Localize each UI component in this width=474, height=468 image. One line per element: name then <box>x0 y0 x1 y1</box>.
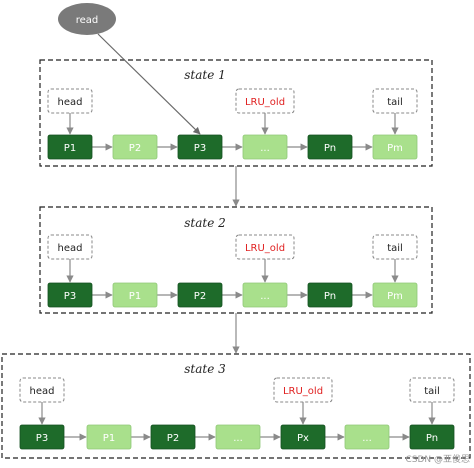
node-box <box>307 282 353 308</box>
pointer-box <box>19 377 65 403</box>
node-label: ... <box>233 433 243 444</box>
pointer-lru-old: LRU_old <box>235 234 295 283</box>
pointer-lru-old: LRU_old <box>235 88 295 135</box>
pointer-box <box>47 88 93 114</box>
node-label: P3 <box>36 433 48 444</box>
pointer-box <box>409 377 455 403</box>
node-box <box>242 134 288 160</box>
pointer-head: head <box>19 377 65 425</box>
node-label: Pn <box>324 143 336 154</box>
state-2-title: state 2 <box>184 216 226 230</box>
pointer-label: tail <box>387 97 403 108</box>
node-label: P2 <box>194 291 206 302</box>
pointer-tail: tail <box>372 234 418 283</box>
node-box <box>47 134 93 160</box>
list-node-P2: P2 <box>150 424 196 450</box>
node-label: Pm <box>387 291 403 302</box>
pointer-label: LRU_old <box>283 386 323 397</box>
node-label: P2 <box>167 433 179 444</box>
node-box <box>177 282 223 308</box>
pointer-label: tail <box>424 386 440 397</box>
node-box <box>280 424 326 450</box>
pointer-label: LRU_old <box>245 97 285 108</box>
read-label: read <box>76 15 99 26</box>
pointer-label: LRU_old <box>245 243 285 254</box>
list-node-Pm: Pm <box>372 134 418 160</box>
watermark: CSDN @亚俊思 <box>405 453 470 465</box>
state-3-frame <box>1 353 471 459</box>
list-node-dotsdotsdots: ... <box>242 134 288 160</box>
list-node-P1: P1 <box>112 282 158 308</box>
node-box <box>215 424 261 450</box>
list-node-Pn: Pn <box>409 424 455 450</box>
node-box <box>86 424 132 450</box>
node-box <box>47 282 93 308</box>
state-1-frame <box>39 59 433 167</box>
read-arrow <box>97 33 201 135</box>
node-box <box>19 424 65 450</box>
pointer-label: head <box>30 386 55 397</box>
node-label: P1 <box>129 291 141 302</box>
list-node-Pn: Pn <box>307 282 353 308</box>
node-box <box>177 134 223 160</box>
node-label: P3 <box>64 291 76 302</box>
node-label: ... <box>260 291 270 302</box>
list-node-dotsdotsdots: ... <box>242 282 288 308</box>
node-label: Pm <box>387 143 403 154</box>
pointer-tail: tail <box>372 88 418 135</box>
pointer-tail: tail <box>409 377 455 425</box>
pointer-box <box>372 234 418 260</box>
list-node-P3: P3 <box>177 134 223 160</box>
pointer-label: tail <box>387 243 403 254</box>
node-box <box>112 282 158 308</box>
node-box <box>372 134 418 160</box>
node-label: P3 <box>194 143 206 154</box>
pointer-box <box>47 234 93 260</box>
list-node-Px: Px <box>280 424 326 450</box>
node-box <box>307 134 353 160</box>
list-node-P3: P3 <box>47 282 93 308</box>
list-node-dotsdotsdots: ... <box>215 424 261 450</box>
pointer-label: head <box>58 243 83 254</box>
pointer-box <box>372 88 418 114</box>
list-node-P2: P2 <box>177 282 223 308</box>
node-box <box>242 282 288 308</box>
list-node-Pn: Pn <box>307 134 353 160</box>
node-label: Pn <box>426 433 438 444</box>
node-label: P1 <box>103 433 115 444</box>
list-node-P1: P1 <box>47 134 93 160</box>
node-box <box>409 424 455 450</box>
node-label: P2 <box>129 143 141 154</box>
node-label: Pn <box>324 291 336 302</box>
node-label: ... <box>362 433 372 444</box>
state-3-title: state 3 <box>184 362 226 376</box>
pointer-label: head <box>58 97 83 108</box>
state-2-frame <box>39 206 433 314</box>
node-box <box>344 424 390 450</box>
list-node-Pm: Pm <box>372 282 418 308</box>
node-box <box>112 134 158 160</box>
state-1-title: state 1 <box>184 68 226 82</box>
read-ellipse <box>58 3 116 35</box>
node-label: Px <box>297 433 309 444</box>
node-label: ... <box>260 143 270 154</box>
node-box <box>372 282 418 308</box>
node-label: P1 <box>64 143 76 154</box>
pointer-lru-old: LRU_old <box>273 377 333 425</box>
pointer-head: head <box>47 88 93 135</box>
list-node-P2: P2 <box>112 134 158 160</box>
list-node-dotsdotsdots: ... <box>344 424 390 450</box>
list-node-P1: P1 <box>86 424 132 450</box>
pointer-head: head <box>47 234 93 283</box>
list-node-P3: P3 <box>19 424 65 450</box>
read-bubble: read <box>58 3 201 135</box>
node-box <box>150 424 196 450</box>
